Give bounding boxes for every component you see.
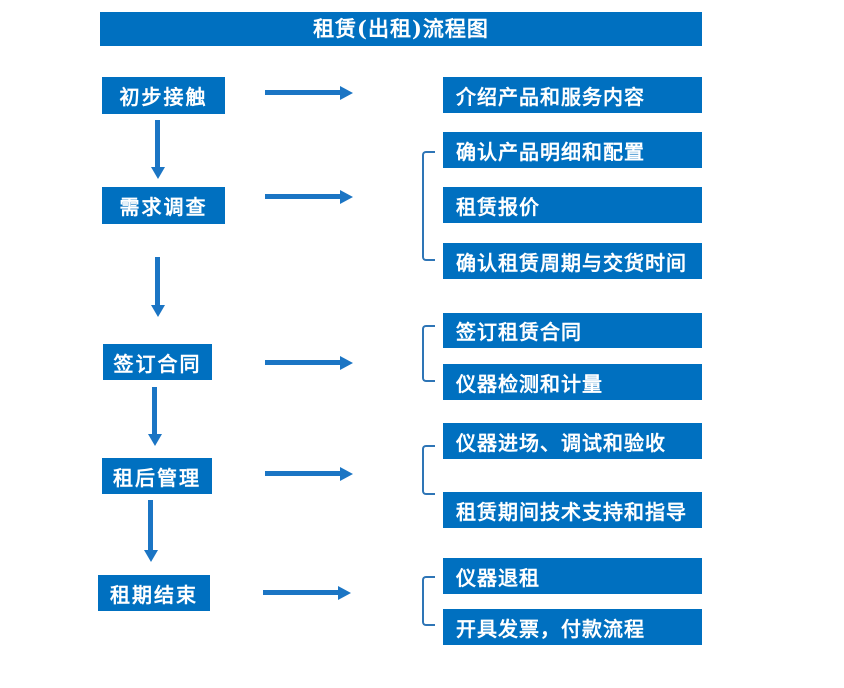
arrow-right-icon	[265, 471, 340, 476]
step-box-demand-survey: 需求调查	[102, 187, 225, 224]
detail-box-confirm-product-details: 确认产品明细和配置	[443, 132, 702, 168]
detail-box-instrument-return: 仪器退租	[443, 558, 702, 594]
arrow-right-icon	[265, 360, 340, 365]
group-bracket	[422, 576, 435, 626]
arrow-down-icon	[155, 257, 160, 305]
group-bracket	[422, 325, 435, 382]
detail-box-instrument-arrival: 仪器进场、调试和验收	[443, 423, 702, 459]
group-bracket	[422, 445, 435, 495]
step-box-initial-contact: 初步接触	[102, 77, 225, 114]
arrow-down-icon	[148, 500, 153, 550]
arrow-down-icon	[152, 387, 157, 434]
step-box-post-lease-management: 租后管理	[102, 458, 212, 494]
detail-box-sign-lease-contract: 签订租赁合同	[443, 313, 702, 348]
detail-box-tech-support: 租赁期间技术支持和指导	[443, 492, 702, 528]
detail-box-instrument-inspection: 仪器检测和计量	[443, 364, 702, 400]
flowchart-title: 租赁(出租)流程图	[100, 12, 702, 46]
arrow-right-icon	[265, 194, 340, 199]
detail-box-invoice-payment: 开具发票，付款流程	[443, 609, 702, 645]
detail-box-rental-quote: 租赁报价	[443, 187, 702, 223]
arrow-down-icon	[155, 120, 160, 167]
detail-box-confirm-period-delivery: 确认租赁周期与交货时间	[443, 243, 702, 279]
arrow-right-icon	[263, 590, 338, 595]
step-box-lease-end: 租期结束	[98, 575, 210, 611]
step-box-sign-contract: 签订合同	[103, 344, 212, 380]
group-bracket	[422, 151, 435, 261]
detail-box-intro-products: 介绍产品和服务内容	[443, 77, 702, 113]
arrow-right-icon	[265, 90, 340, 95]
